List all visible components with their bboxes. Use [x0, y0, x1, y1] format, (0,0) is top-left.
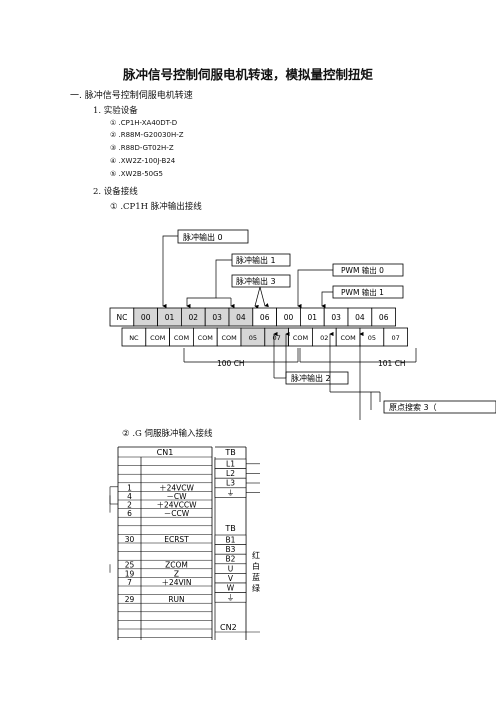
terminal-bottom-label: COM: [150, 334, 165, 342]
tb-cell: [214, 592, 247, 603]
tb-terminal-label: ⏚: [227, 593, 235, 602]
tb-terminal-label: L2: [226, 469, 235, 478]
terminal-bottom-label: COM: [198, 334, 213, 342]
terminal-top-cell: [371, 307, 396, 327]
terminal-top-label: 03: [212, 313, 222, 322]
terminal-top-label: 06: [260, 313, 270, 322]
cn1-pin-signal: －CCW: [164, 509, 190, 518]
terminal-bottom-label: COM: [340, 334, 355, 342]
terminal-bottom-label: COM: [174, 334, 189, 342]
terminal-bottom-label: 05: [249, 334, 257, 342]
terminal-top-label: NC: [116, 313, 127, 322]
cn1-pin-signal: ＋24VCW: [159, 483, 194, 492]
tb-terminal-label: L3: [226, 479, 235, 488]
terminal-top-label: 06: [379, 313, 389, 322]
terminal-bottom-label: 07: [392, 334, 400, 342]
cn1-pin-signal: －CW: [166, 492, 187, 501]
wire-color-label: 红: [252, 550, 260, 560]
label-100ch: 100 CH: [217, 359, 245, 368]
tb-terminal-label: ⏚: [227, 488, 235, 497]
section-heading: 一. 脉冲信号控制伺服电机转速: [70, 91, 193, 101]
terminal-bottom-label: 02: [320, 334, 328, 342]
wire-color-label: 蓝: [252, 572, 260, 582]
terminal-bottom-label: 05: [368, 334, 376, 342]
cn1-pin-number: 19: [125, 569, 135, 578]
cn1-pin-signal: ＋24VCCW: [156, 501, 197, 510]
document-title: 脉冲信号控制伺服电机转速，模拟量控制扭矩: [122, 67, 373, 82]
cn1-pin-number: 29: [125, 595, 135, 604]
tb-terminal-label: B1: [226, 536, 236, 545]
terminal-top-label: 02: [189, 313, 199, 322]
subsection-wiring: 2. 设备接线: [93, 187, 138, 197]
wire-color-label: 白: [252, 561, 260, 571]
equipment-item: ② .R88M-G20030H-Z: [110, 131, 184, 139]
terminal-bottom-label: COM: [293, 334, 308, 342]
terminal-bottom-label: 07: [273, 334, 281, 342]
terminal-top-label: 04: [355, 313, 365, 322]
tb-label-2: TB: [224, 524, 235, 533]
cn2-label: CN2: [220, 623, 237, 632]
terminal-top-label: 01: [165, 313, 175, 322]
tb-terminal-label: W: [227, 584, 235, 593]
tb-terminal-label: L1: [226, 460, 235, 469]
terminal-bottom-label: COM: [221, 334, 236, 342]
cn1-pin-signal: Z: [174, 569, 179, 578]
subsection-equipment: 1. 实验设备: [93, 106, 138, 116]
tb-terminal-label: B2: [226, 555, 236, 564]
callout-pulse2: 脉冲输出 2: [291, 373, 331, 383]
wiring-heading-2: ② .G 伺服脉冲输入接线: [122, 429, 213, 439]
label-101ch: 101 CH: [378, 359, 406, 368]
terminal-bottom-cell: [383, 327, 408, 347]
equipment-item: ③ .R88D-GT02H-Z: [110, 144, 174, 152]
cn1-pin-signal: ECRST: [164, 535, 189, 544]
equipment-item: ⑤ .XW2B-50G5: [110, 170, 164, 178]
callout-pulse3: 脉冲输出 3: [236, 276, 276, 286]
tb-label: TB: [224, 448, 235, 457]
cn1-pin-number: 6: [127, 509, 132, 518]
terminal-top-label: 03: [331, 313, 341, 322]
cn1-pin-number: 2: [127, 501, 132, 510]
tb-terminal-label: V: [228, 574, 234, 583]
tb-terminal-label: U: [228, 564, 234, 573]
callout-origin3: 原点搜索 3（: [389, 402, 437, 412]
cn1-pin-number: 30: [125, 535, 135, 544]
terminal-top-label: 00: [141, 313, 151, 322]
cn1-pin-signal: RUN: [168, 595, 184, 604]
equipment-item: ④ .XW2Z-100J-B24: [110, 157, 176, 165]
wiring-heading-1: ① .CP1H 脉冲输出接线: [110, 202, 202, 212]
terminal-top-label: 00: [284, 313, 294, 322]
cn1-pin-signal: ＋24VIN: [162, 578, 192, 587]
terminal-top-label: 04: [236, 313, 246, 322]
terminal-top-label: 01: [308, 313, 318, 322]
cn1-pin-signal: ZCOM: [165, 561, 188, 570]
cn1-pin-number: 1: [127, 483, 132, 492]
callout-pulse1: 脉冲输出 1: [236, 255, 276, 265]
equipment-item: ① .CP1H-XA40DT-D: [110, 119, 178, 127]
cn1-label: CN1: [157, 448, 174, 457]
terminal-bottom-label: NC: [129, 334, 139, 342]
tb-terminal-label: B3: [226, 545, 236, 554]
callout-pwm1: PWM 输出 1: [341, 287, 384, 297]
cn1-pin-number: 25: [125, 561, 135, 570]
cn1-pin-number: 4: [127, 492, 132, 501]
wire-color-label: 绿: [252, 584, 260, 593]
callout-pulse0: 脉冲输出 0: [183, 232, 223, 242]
callout-pwm0: PWM 输出 0: [341, 265, 384, 275]
cn1-pin-number: 7: [127, 578, 132, 587]
